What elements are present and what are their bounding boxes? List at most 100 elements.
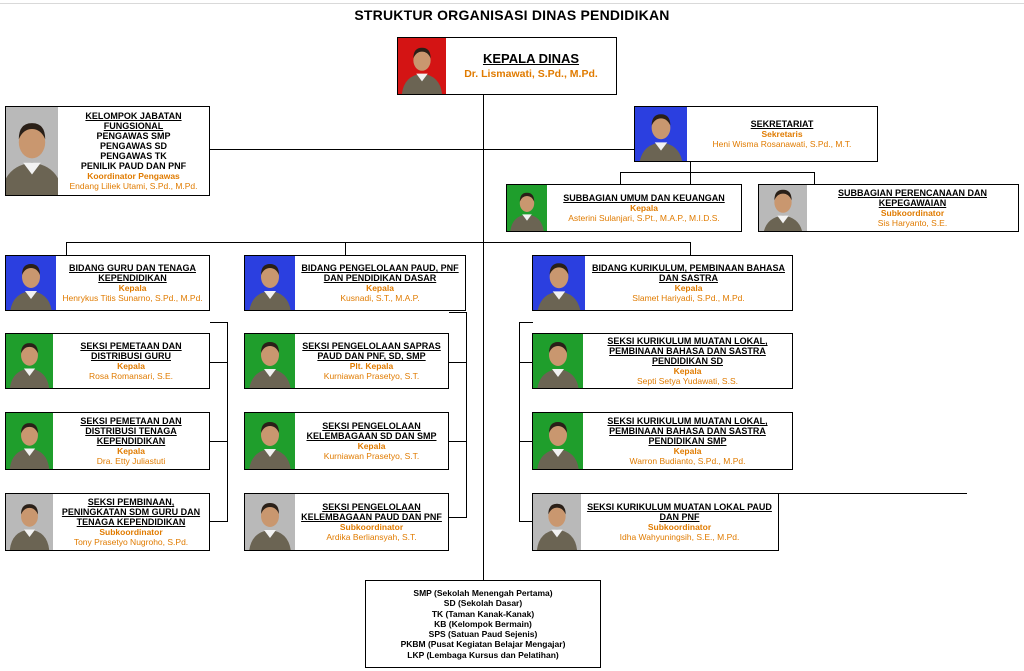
unit-line: PENGAWAS SMP: [96, 131, 171, 141]
person-role: Sekretaris: [761, 129, 803, 139]
legend-item: LKP (Lembaga Kursus dan Pelatihan): [407, 649, 559, 660]
photo-kepala-bidang-kurikulum: [533, 256, 585, 310]
connector: [519, 322, 533, 323]
portrait-part: [10, 291, 52, 310]
org-box-seksi-pemetaan-tenaga[interactable]: SEKSI PEMETAAN DAN DISTRIBUSI TENAGA KEP…: [5, 412, 210, 470]
portrait-part: [264, 449, 276, 457]
portrait-part: [416, 73, 428, 82]
portrait-part: [654, 142, 668, 151]
legend-item: SPS (Satuan Paud Sejenis): [428, 629, 538, 640]
connector: [620, 172, 815, 173]
connector: [449, 441, 467, 442]
portrait-silhouette-icon: [533, 494, 581, 550]
org-box-kepala-dinas[interactable]: KEPALA DINAS Dr. Lismawati, S.Pd., M.Pd.: [397, 37, 617, 95]
portrait-part: [22, 266, 40, 288]
org-box-subbagian-perencanaan[interactable]: SUBBAGIAN PERENCANAAN DAN KEPEGAWAIAN Su…: [758, 184, 1019, 232]
portrait-part: [522, 214, 532, 221]
person-name: Dr. Lismawati, S.Pd., M.Pd.: [464, 68, 598, 80]
person-role: Kepala: [673, 446, 702, 456]
org-box-seksi-pemetaan-guru[interactable]: SEKSI PEMETAAN DAN DISTRIBUSI GURU Kepal…: [5, 333, 210, 389]
connector: [449, 517, 467, 518]
portrait-silhouette-icon: [245, 334, 295, 388]
person-name: Warron Budianto, S.Pd., M.Pd.: [629, 456, 746, 466]
connector: [519, 362, 533, 363]
connector: [210, 362, 228, 363]
portrait-silhouette-icon: [6, 334, 53, 388]
portrait-part: [261, 503, 279, 514]
portrait-part: [249, 449, 291, 469]
portrait-part: [549, 342, 567, 353]
org-box-seksi-sapras[interactable]: SEKSI PENGELOLAAN SAPRAS PAUD DAN PNF, S…: [244, 333, 449, 389]
portrait-silhouette-icon: [6, 494, 53, 550]
photo-kepala-seksi-pemetaan-tenaga: [6, 413, 53, 469]
portrait-part: [651, 116, 671, 140]
portrait-silhouette-icon: [245, 413, 295, 469]
org-box-seksi-kurikulum-sd[interactable]: SEKSI KURIKULUM MUATAN LOKAL, PEMBINAAN …: [532, 333, 793, 389]
portrait-silhouette-icon: [6, 256, 56, 310]
person-role: Kepala: [357, 441, 386, 451]
person-name: Asterini Sulanjari, S.Pt., M.A.P., M.I.D…: [568, 213, 720, 223]
portrait-part: [548, 505, 566, 527]
org-box-seksi-pembinaan[interactable]: SEKSI PEMBINAAN, PENINGKATAN SDM GURU DA…: [5, 493, 210, 551]
connector: [227, 322, 228, 522]
org-box-seksi-kelembagaan-paud[interactable]: SEKSI PENGELOLAAN KELEMBAGAAN PAUD DAN P…: [244, 493, 449, 551]
org-box-kelompok-fungsional[interactable]: KELOMPOK JABATAN FUNGSIONAL PENGAWAS SMP…: [5, 106, 210, 196]
portrait-part: [25, 291, 37, 299]
org-box-sekretariat[interactable]: SEKRETARIAT Sekretaris Heni Wisma Rosana…: [634, 106, 878, 162]
portrait-part: [249, 291, 291, 310]
portrait-part: [23, 162, 41, 175]
person-role: Kepala: [673, 366, 702, 376]
portrait-part: [18, 126, 46, 159]
photo-kepala-bidang-paud: [245, 256, 295, 310]
photo-kepala-seksi-sapras: [245, 334, 295, 388]
portrait-part: [549, 265, 569, 289]
portrait-silhouette-icon: [635, 107, 687, 161]
connector: [449, 312, 467, 313]
photo-kepala-dinas: [398, 38, 446, 94]
portrait-part: [264, 291, 276, 299]
unit-line: PENGAWAS TK: [100, 151, 167, 161]
unit-title: BIDANG KURIKULUM, PEMBINAAN BAHASA DAN S…: [592, 263, 785, 283]
portrait-part: [261, 505, 279, 527]
portrait-part: [519, 192, 535, 202]
org-box-subbagian-umum[interactable]: SUBBAGIAN UMUM DAN KEUANGAN Kepala Aster…: [506, 184, 742, 232]
unit-title: SEKSI KURIKULUM MUATAN LOKAL, PEMBINAAN …: [607, 336, 768, 366]
org-box-bidang-guru[interactable]: BIDANG GURU DAN TENAGA KEPENDIDIKAN Kepa…: [5, 255, 210, 311]
portrait-silhouette-icon: [245, 494, 295, 550]
org-box-seksi-kurikulum-smp[interactable]: SEKSI KURIKULUM MUATAN LOKAL, PEMBINAAN …: [532, 412, 793, 470]
portrait-part: [21, 345, 38, 366]
portrait-part: [537, 369, 579, 388]
person-name: Idha Wahyuningsih, S.E., M.Pd.: [619, 532, 740, 542]
org-box-bidang-paud[interactable]: BIDANG PENGELOLAAN PAUD, PNF DAN PENDIDI…: [244, 255, 466, 311]
legend-item: PKBM (Pusat Kegiatan Belajar Mengajar): [400, 639, 566, 650]
portrait-part: [261, 342, 279, 353]
portrait-part: [21, 506, 38, 527]
unit-title: SEKRETARIAT: [750, 119, 814, 129]
page-title: STRUKTUR ORGANISASI DINAS PENDIDIKAN: [354, 7, 670, 23]
org-box-seksi-kurikulum-paud[interactable]: SEKSI KURIKULUM MUATAN LOKAL PAUD DAN PN…: [532, 493, 779, 551]
connector: [519, 441, 533, 442]
portrait-silhouette-icon: [6, 107, 58, 195]
portrait-part: [261, 422, 279, 433]
portrait-part: [21, 425, 38, 446]
unit-title: SEKSI PENGELOLAAN KELEMBAGAAN SD DAN SMP: [306, 421, 437, 441]
photo-kepala-seksi-kurikulum-smp: [533, 413, 583, 469]
portrait-part: [552, 291, 566, 300]
photo-kepala-subbag-umum: [507, 185, 547, 231]
unit-title: KELOMPOK JABATAN FUNGSIONAL: [85, 111, 182, 131]
connector: [210, 322, 228, 323]
org-box-bidang-kurikulum[interactable]: BIDANG KURIKULUM, PEMBINAAN BAHASA DAN S…: [532, 255, 793, 311]
person-role: Subkoordinator: [880, 208, 945, 218]
unit-title: SEKSI PENGELOLAAN SAPRAS PAUD DAN PNF, S…: [302, 341, 441, 361]
person-role: Kepala: [674, 283, 703, 293]
portrait-part: [264, 369, 276, 377]
org-box-seksi-kelembagaan-sd[interactable]: SEKSI PENGELOLAAN KELEMBAGAAN SD DAN SMP…: [244, 412, 449, 470]
person-role: Kepala: [118, 283, 147, 293]
portrait-silhouette-icon: [507, 185, 547, 231]
portrait-part: [261, 266, 279, 288]
photo-koordinator-pengawas: [6, 107, 58, 195]
unit-title: BIDANG PENGELOLAAN PAUD, PNF DAN PENDIDI…: [301, 263, 459, 283]
portrait-part: [21, 343, 38, 354]
portrait-part: [537, 449, 579, 469]
connector: [66, 242, 690, 243]
